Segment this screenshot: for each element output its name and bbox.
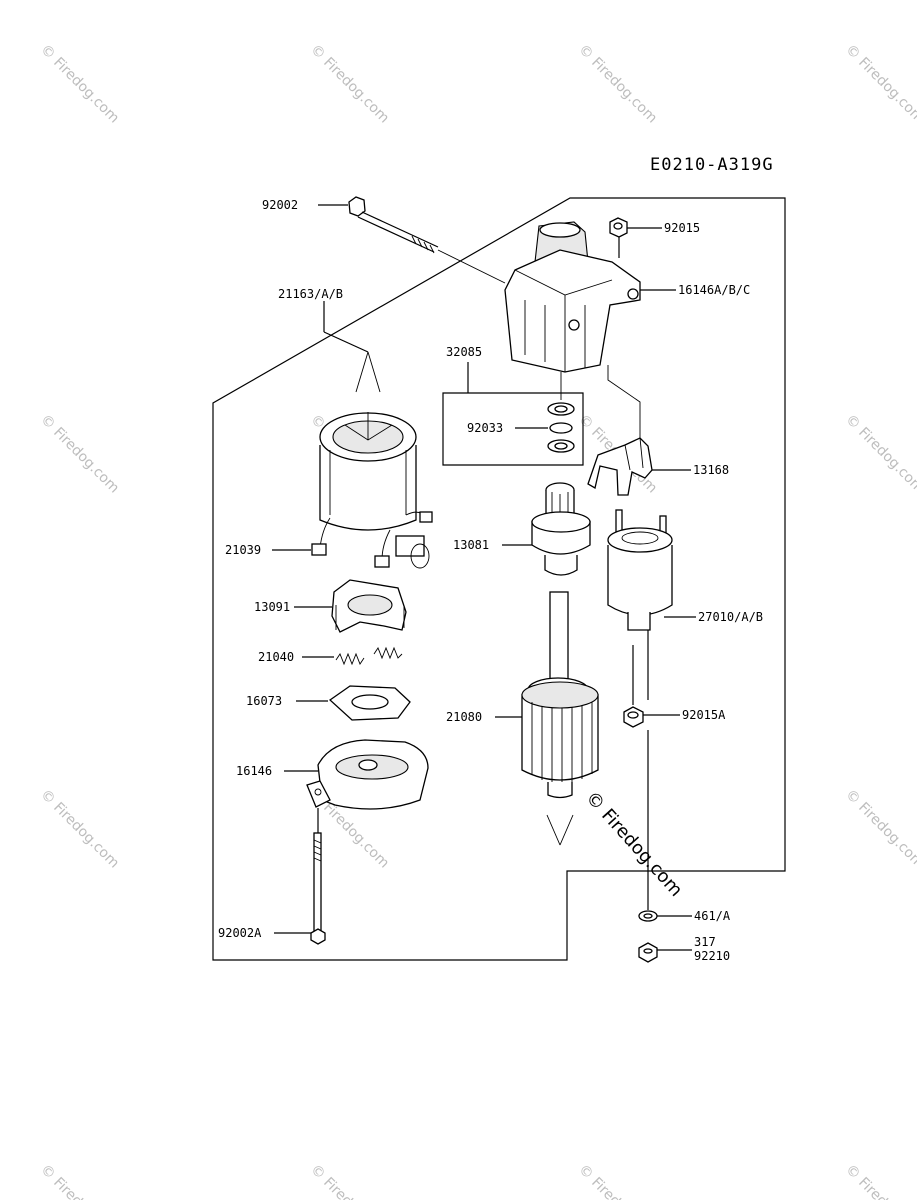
solenoid-27010ab[interactable] xyxy=(607,509,673,631)
brush-holder-13091[interactable] xyxy=(331,579,407,633)
label-13081: 13081 xyxy=(453,538,489,552)
label-21039: 21039 xyxy=(225,543,261,557)
washer-461a[interactable] xyxy=(638,910,658,922)
label-16146: 16146 xyxy=(236,764,272,778)
watermark: © Firedog.com xyxy=(842,42,917,127)
watermark: © Firedog.com xyxy=(842,1162,917,1200)
label-13091: 13091 xyxy=(254,600,290,614)
label-461a: 461/A xyxy=(694,909,731,923)
cover-16146[interactable] xyxy=(306,739,429,810)
assembly-boundary xyxy=(212,197,786,961)
label-92002a: 92002A xyxy=(218,926,262,940)
watermark: © Firedog.com xyxy=(842,787,917,872)
label-92002: 92002 xyxy=(262,198,298,212)
armature-21080[interactable] xyxy=(521,591,599,846)
label-21163ab: 21163/A/B xyxy=(278,287,343,301)
label-27010ab: 27010/A/B xyxy=(698,610,763,624)
nut-92015[interactable] xyxy=(609,217,628,238)
leader-21163ab-2 xyxy=(323,331,369,353)
bolt-92002a[interactable] xyxy=(310,832,326,945)
pinion-clutch-13081[interactable] xyxy=(531,482,591,576)
watermark: © Firedog.com xyxy=(575,42,660,127)
watermark: © Firedog.com xyxy=(307,1162,392,1200)
housing-16146abc[interactable] xyxy=(504,221,641,373)
yoke-21163ab[interactable] xyxy=(319,351,417,531)
washer-set-92033[interactable] xyxy=(547,402,575,453)
brush-lead-21039[interactable] xyxy=(311,511,433,569)
watermark: © Firedog.com xyxy=(842,412,917,497)
watermark: © Firedog.com xyxy=(37,787,122,872)
bolt-92002[interactable] xyxy=(348,196,506,284)
nut-92015a[interactable] xyxy=(623,706,644,728)
label-21040: 21040 xyxy=(258,650,294,664)
nut-317-92210[interactable] xyxy=(638,942,658,963)
label-13168: 13168 xyxy=(693,463,729,477)
label-317: 317 xyxy=(694,935,716,949)
label-92015: 92015 xyxy=(664,221,700,235)
watermark: © Firedog.com xyxy=(307,42,392,127)
label-92210: 92210 xyxy=(694,949,730,963)
label-92015a: 92015A xyxy=(682,708,726,722)
watermark: © Firedog.com xyxy=(37,42,122,127)
label-32085: 32085 xyxy=(446,345,482,359)
watermark: © Firedog.com xyxy=(37,412,122,497)
label-16073: 16073 xyxy=(246,694,282,708)
springs-21040[interactable] xyxy=(335,646,403,666)
label-92033: 92033 xyxy=(467,421,503,435)
watermark-main: © Firedog.com xyxy=(581,787,686,901)
guide-lever xyxy=(607,365,641,438)
label-21080: 21080 xyxy=(446,710,482,724)
watermark: © Firedog.com xyxy=(37,1162,122,1200)
lever-13168[interactable] xyxy=(587,437,653,496)
plate-16073[interactable] xyxy=(328,685,411,721)
bracket-32085 xyxy=(442,392,584,466)
label-16146abc: 16146A/B/C xyxy=(678,283,750,297)
diagram-code: E0210-A319G xyxy=(650,155,774,175)
watermark: © Firedog.com xyxy=(575,1162,660,1200)
